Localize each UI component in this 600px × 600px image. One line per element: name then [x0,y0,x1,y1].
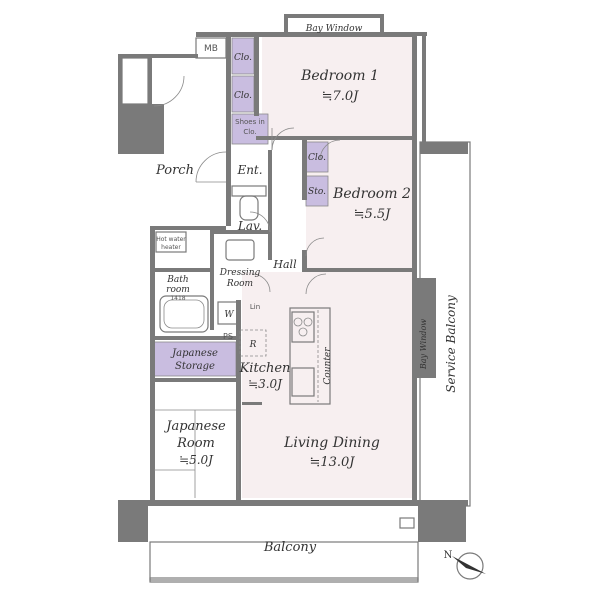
bathroom-size-label: 1418 [170,295,185,302]
storage-fills [153,37,329,377]
room-fills [242,36,414,498]
porch-label: Porch [155,163,194,178]
pipe-space-label: PS [223,332,233,341]
counter-label: Counter [323,347,333,385]
labels: Bay Window MB Clo. Clo. Shoes in Clo. Be… [155,24,458,555]
kitchen-size: ≒3.0J [248,377,283,391]
bay-window-side-label: Bay Window [419,319,428,370]
living-dining-size: ≒13.0J [309,455,355,470]
closet-3-label: Clo. [308,153,326,163]
bedroom1-size: ≒7.0J [322,89,360,104]
bedroom1-fill [262,36,414,136]
hall-label: Hall [272,258,297,271]
north-arrow: N [444,550,486,580]
shoes-closet-label-1: Shoes in [235,118,265,126]
japanese-room-size: ≒5.0J [179,453,214,467]
bathroom-label-1: Bath [166,275,188,285]
north-label: N [444,550,453,561]
water-heater-label-1: Hot water [156,236,186,243]
bay-window-top-label: Bay Window [305,24,363,34]
japanese-room-label-2: Room [176,436,215,451]
walls [118,14,471,583]
dressing-room-label-1: Dressing [219,268,261,278]
living-dining-name: Living Dining [283,435,380,451]
refrigerator-label: R [249,340,257,350]
kitchen-name: Kitchen [239,361,291,376]
bedroom2-name: Bedroom 2 [332,186,411,202]
kitchen-fill [242,330,332,404]
japanese-storage-label-1: Japanese [170,348,218,359]
compass-needle [452,556,486,574]
service-balcony-label: Service Balcony [444,295,458,393]
interior-walls [154,32,414,500]
bathroom-label-2: room [166,285,190,295]
entrance-label: Ent. [236,163,262,177]
closet-2-label: Clo. [234,91,252,101]
balcony-label: Balcony [263,540,317,555]
bedroom2-size: ≒5.5J [354,207,392,222]
washer-label: W [224,310,234,320]
fixtures [153,75,415,529]
lavatory-label: Lav. [237,219,262,233]
storage-small-label: Sto. [308,187,326,197]
japanese-room-label-1: Japanese [163,419,226,434]
mb-label: MB [204,44,218,54]
bedroom1-name: Bedroom 1 [300,68,379,84]
linen-label: Lin [250,303,260,311]
dressing-room-label-2: Room [226,279,253,289]
japanese-storage-label-2: Storage [175,361,215,372]
closet-1-label: Clo. [234,53,252,63]
water-heater-label-2: heater [161,244,181,251]
shoes-closet-label-2: Clo. [243,128,256,136]
